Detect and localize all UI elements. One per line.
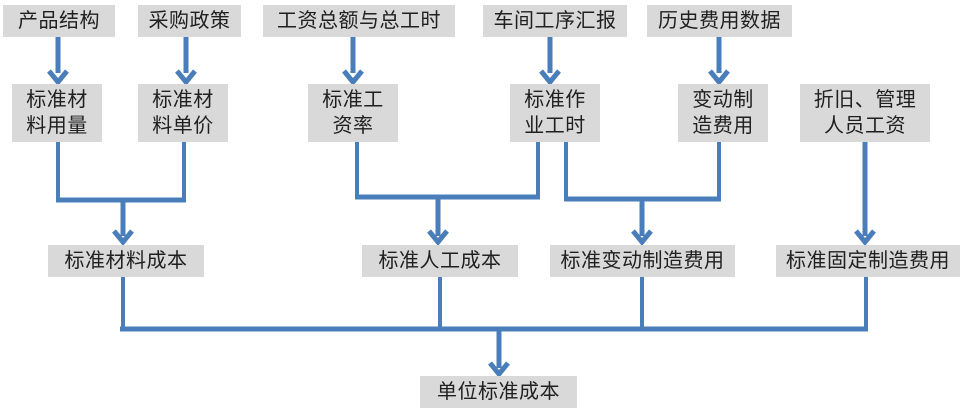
node-unit-standard-cost: 单位标准成本 [420,376,577,408]
connector-group-labor [355,142,540,246]
arrow-workshop-report-to-std-operation-hours [539,37,561,86]
node-depreciation-admin-wages: 折旧、管理 人员工资 [800,84,930,142]
connector-group-material [56,142,186,246]
node-std-wage-rate: 标准工 资率 [308,84,398,142]
arrow-historical-data-to-variable-mfg-expense [708,37,730,86]
arrow-depreciation-to-std-fixed-expense [854,142,876,246]
node-std-material-usage: 标准材 料用量 [12,84,102,142]
node-historical-cost-data: 历史费用数据 [647,5,792,37]
node-std-operation-hours: 标准作 业工时 [510,84,600,142]
node-std-fixed-mfg-expense: 标准固定制造费用 [776,245,960,277]
node-variable-mfg-expense: 变动制 造费用 [678,84,768,142]
node-std-material-unit-price: 标准材 料单价 [138,84,228,142]
arrow-total-wages-to-std-wage-rate [342,37,364,86]
node-std-labor-cost: 标准人工成本 [362,245,518,277]
node-workshop-process-report: 车间工序汇报 [483,5,627,37]
node-procurement-policy: 采购政策 [138,5,241,37]
node-std-variable-mfg-expense: 标准变动制造费用 [550,245,735,277]
connector-group-unit-cost [120,277,868,378]
connector-group-variable [564,142,721,246]
node-product-structure: 产品结构 [3,5,115,37]
node-std-material-cost: 标准材料成本 [48,245,204,277]
node-total-wages-and-hours: 工资总额与总工时 [263,5,455,37]
arrow-procurement-policy-to-std-material-unit-price [175,37,197,86]
arrow-product-structure-to-std-material-usage [47,37,69,86]
